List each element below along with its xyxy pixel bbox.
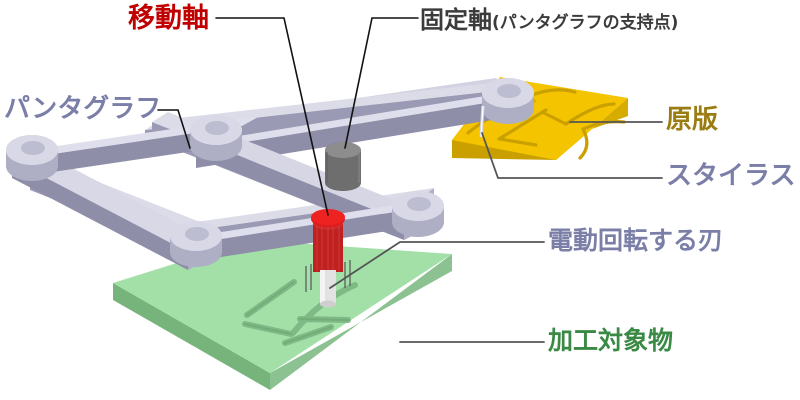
pivot-bottom-left [170,221,222,267]
moving-axis-cap [311,209,345,227]
pivot-left [6,135,58,181]
label-fixed-axis-note: (パンタグラフの支持点) [492,13,679,33]
pantograph-linkage-main [6,78,534,270]
leader-pantograph [157,109,191,149]
label-workpiece: 加工対象物 [548,326,674,355]
workpiece-plate [113,240,452,390]
pivot-stylus-tip [482,78,534,124]
fixed-axis-cylinder [325,142,361,191]
leader-moving-axis [215,17,329,216]
spindle-assembly [305,209,351,308]
pivot-top-left [190,115,242,161]
rotation-motion-lines [305,260,351,292]
workpiece-grooves-shade [244,281,349,344]
stylus-needle [479,105,485,138]
pivot-bottom-right [392,191,444,237]
label-pantograph: パンタグラフ [4,94,162,124]
label-fixed-axis-main: 固定軸 [420,6,492,34]
label-rotating-blade: 電動回転する刃 [548,226,724,255]
leader-lines [157,17,663,343]
label-moving-axis: 移動軸 [128,3,209,34]
leader-stylus [481,132,663,179]
leader-blade [329,241,545,289]
label-fixed-axis: 固定軸(パンタグラフの支持点) [420,8,678,32]
leader-fixed-axis [344,17,419,149]
label-master-plate: 原版 [666,105,719,135]
label-stylus: スタイラス [666,161,796,191]
